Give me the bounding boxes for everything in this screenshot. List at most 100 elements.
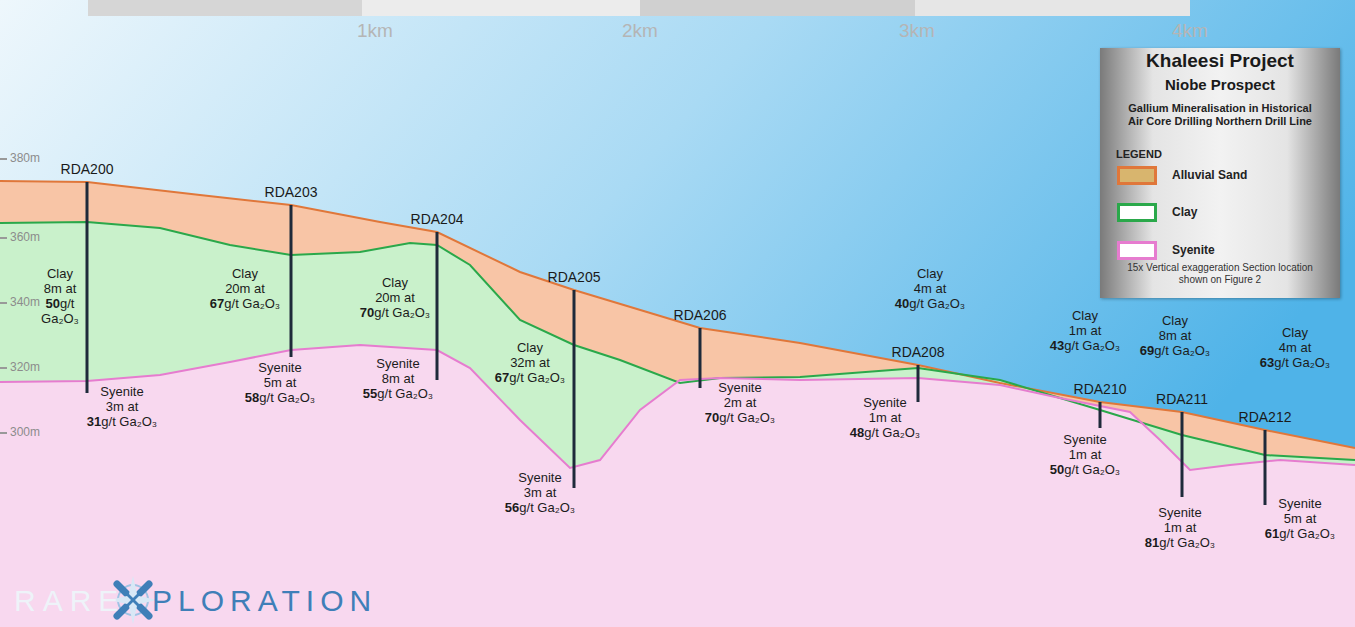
scale-label: 3km	[877, 20, 957, 42]
syenite-layer	[0, 345, 1355, 627]
text-line: 70g/t Ga₂O₃	[690, 410, 790, 425]
text-line: 50g/t Ga₂O₃	[1035, 462, 1135, 477]
intercept-label: Clay 4m at 40g/t Ga₂O₃	[880, 266, 980, 311]
text-line: Syenite	[1250, 496, 1350, 511]
text-line: Syenite	[1035, 432, 1135, 447]
elevation-label: 340m	[10, 295, 40, 309]
scale-bar	[915, 0, 1190, 16]
intercept-label: Clay 32m at 67g/t Ga₂O₃	[480, 340, 580, 385]
text-line: Syenite	[1130, 505, 1230, 520]
scale-label: 4km	[1150, 20, 1230, 42]
scale-bar	[640, 0, 915, 16]
intercept-label: Syenite 2m at 70g/t Ga₂O₃	[690, 380, 790, 425]
drill-hole-label: RDA204	[397, 211, 477, 227]
text-line: 3m at	[72, 399, 172, 414]
intercept-label: Clay 1m at 43g/t Ga₂O₃	[1035, 308, 1135, 353]
text-line: 20m at	[345, 290, 445, 305]
drill-hole-label: RDA206	[660, 307, 740, 323]
drill-hole-label: RDA208	[878, 344, 958, 360]
intercept-label: Clay 4m at 63g/t Ga₂O₃	[1245, 325, 1345, 370]
text-line: Syenite	[348, 356, 448, 371]
text-line: 31g/t Ga₂O₃	[72, 414, 172, 429]
text-line: 61g/t Ga₂O₃	[1250, 526, 1350, 541]
text-line: 8m at	[1125, 328, 1225, 343]
elevation-ticks	[0, 159, 7, 433]
text-line: 2m at	[690, 395, 790, 410]
legend-subtitle: Niobe Prospect	[1100, 76, 1340, 93]
intercept-label: Syenite 3m at 31g/t Ga₂O₃	[72, 384, 172, 429]
intercept-label: Clay 8m at 69g/t Ga₂O₃	[1125, 313, 1225, 358]
text-line: 5m at	[1250, 511, 1350, 526]
legend-title: Khaleesi Project	[1100, 50, 1340, 72]
logo-text: PLORATION	[152, 584, 377, 618]
intercept-label: Syenite 5m at 58g/t Ga₂O₃	[230, 360, 330, 405]
text-line: 48g/t Ga₂O₃	[835, 425, 935, 440]
text-line: 81g/t Ga₂O₃	[1130, 535, 1230, 550]
text-line: 70g/t Ga₂O₃	[345, 305, 445, 320]
text-line: 32m at	[480, 355, 580, 370]
intercept-label: Clay 20m at 67g/t Ga₂O₃	[195, 266, 295, 311]
legend-note: 15x Vertical exaggeration Section locati…	[1115, 262, 1325, 286]
text-line: 63g/t Ga₂O₃	[1245, 355, 1345, 370]
elevation-label: 320m	[10, 360, 40, 374]
text-line: Ga₂O₃	[10, 311, 110, 326]
text-line: 43g/t Ga₂O₃	[1035, 338, 1135, 353]
text-line: Clay	[195, 266, 295, 281]
text-line: 67g/t Ga₂O₃	[480, 370, 580, 385]
surface-line	[0, 181, 1355, 448]
legend-label: Syenite	[1172, 243, 1215, 257]
text-line: Clay	[880, 266, 980, 281]
text-line: 8m at	[10, 281, 110, 296]
elevation-label: 380m	[10, 151, 40, 165]
text-line: Clay	[480, 340, 580, 355]
scale-bar	[362, 0, 640, 16]
legend-swatch	[1117, 203, 1157, 222]
text-line: 50g/t	[10, 296, 110, 311]
text-line: Syenite	[835, 395, 935, 410]
drill-hole-label: RDA205	[534, 269, 614, 285]
legend-label: Clay	[1172, 205, 1197, 219]
text-line: Clay	[1035, 308, 1135, 323]
intercept-label: Syenite 1m at 81g/t Ga₂O₃	[1130, 505, 1230, 550]
drill-hole-label: RDA212	[1225, 409, 1305, 425]
legend-heading: LEGEND	[1116, 148, 1162, 160]
drill-hole-label: RDA211	[1142, 391, 1222, 407]
text-line: 40g/t Ga₂O₃	[880, 296, 980, 311]
drill-holes	[87, 182, 1265, 505]
drill-hole-label: RDA210	[1060, 381, 1140, 397]
legend-label: Alluvial Sand	[1172, 168, 1247, 182]
scale-label: 2km	[600, 20, 680, 42]
text-line: 4m at	[1245, 340, 1345, 355]
text-line: 1m at	[1035, 447, 1135, 462]
text-line: Syenite	[690, 380, 790, 395]
text-line: Syenite	[230, 360, 330, 375]
drill-hole-label: RDA200	[47, 161, 127, 177]
sand-layer	[0, 181, 1355, 627]
intercept-label: Syenite 8m at 55g/t Ga₂O₃	[348, 356, 448, 401]
text-line: 4m at	[880, 281, 980, 296]
text-line: 67g/t Ga₂O₃	[195, 296, 295, 311]
text-line: 69g/t Ga₂O₃	[1125, 343, 1225, 358]
legend-swatch	[1117, 166, 1157, 185]
text-line: 55g/t Ga₂O₃	[348, 386, 448, 401]
syenite-contact	[0, 345, 1355, 470]
intercept-label: Clay 8m at 50g/t Ga₂O₃	[10, 266, 110, 326]
text-line: Clay	[345, 275, 445, 290]
text-line: 8m at	[348, 371, 448, 386]
legend-swatch	[1117, 241, 1157, 260]
text-line: 1m at	[835, 410, 935, 425]
text-line: Clay	[1245, 325, 1345, 340]
text-line: 58g/t Ga₂O₃	[230, 390, 330, 405]
intercept-label: Syenite 1m at 50g/t Ga₂O₃	[1035, 432, 1135, 477]
text-line: 1m at	[1130, 520, 1230, 535]
legend-description: Gallium Mineralisation in Historical Air…	[1125, 102, 1315, 128]
text-line: 1m at	[1035, 323, 1135, 338]
elevation-label: 300m	[10, 425, 40, 439]
intercept-label: Syenite 5m at 61g/t Ga₂O₃	[1250, 496, 1350, 541]
text-line: Clay	[1125, 313, 1225, 328]
text-line: 20m at	[195, 281, 295, 296]
text-line: Syenite	[72, 384, 172, 399]
clay-contact	[0, 222, 1355, 460]
text-line: 56g/t Ga₂O₃	[490, 500, 590, 515]
